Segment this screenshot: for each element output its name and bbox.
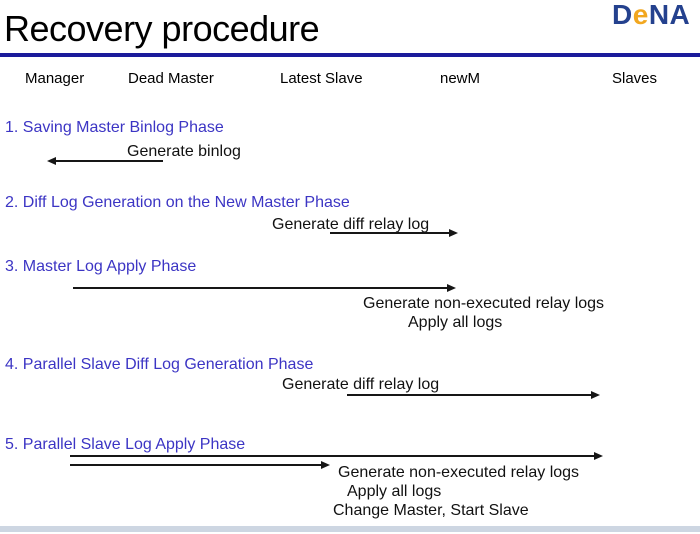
phase-3-title: 3. Master Log Apply Phase — [5, 258, 197, 275]
arrow-right-icon — [330, 229, 458, 237]
dena-logo-letter-d: D — [612, 0, 633, 30]
dena-logo: DeNA — [612, 0, 690, 30]
title-divider — [0, 53, 700, 57]
phase-5-label-change-master-start-slave: Change Master, Start Slave — [333, 502, 529, 519]
dena-logo-letters-na: NA — [648, 0, 691, 30]
slide-title: Recovery procedure — [4, 8, 320, 49]
arrow-right-icon — [73, 284, 456, 292]
dena-logo-letter-e: e — [632, 0, 649, 30]
arrow-left-icon — [47, 157, 163, 165]
arrow-right-icon — [70, 461, 330, 469]
column-header-manager: Manager — [25, 70, 85, 87]
phase-4-title: 4. Parallel Slave Diff Log Generation Ph… — [5, 356, 314, 373]
phase-5-label-generate-non-executed-relay-logs: Generate non-executed relay logs — [338, 464, 580, 481]
phase-5-label-apply-all-logs: Apply all logs — [347, 483, 442, 500]
footer-strip — [0, 526, 700, 532]
phase-3-label-apply-all-logs: Apply all logs — [408, 314, 503, 331]
phase-2-label-generate-diff-relay-log: Generate diff relay log — [272, 216, 430, 233]
column-header-dead-master: Dead Master — [128, 70, 214, 87]
phase-5-title: 5. Parallel Slave Log Apply Phase — [5, 436, 246, 453]
arrow-right-icon — [347, 391, 600, 399]
phase-3-label-generate-non-executed-relay-logs: Generate non-executed relay logs — [363, 295, 605, 312]
phase-1-label-generate-binlog: Generate binlog — [127, 143, 241, 160]
phase-2-title: 2. Diff Log Generation on the New Master… — [5, 194, 350, 211]
phase-4-label-generate-diff-relay-log: Generate diff relay log — [282, 376, 440, 393]
arrow-right-icon — [70, 452, 603, 460]
column-header-newm: newM — [440, 70, 481, 87]
column-header-slaves: Slaves — [612, 70, 658, 87]
phase-1-title: 1. Saving Master Binlog Phase — [5, 119, 224, 136]
column-header-latest-slave: Latest Slave — [280, 70, 363, 87]
